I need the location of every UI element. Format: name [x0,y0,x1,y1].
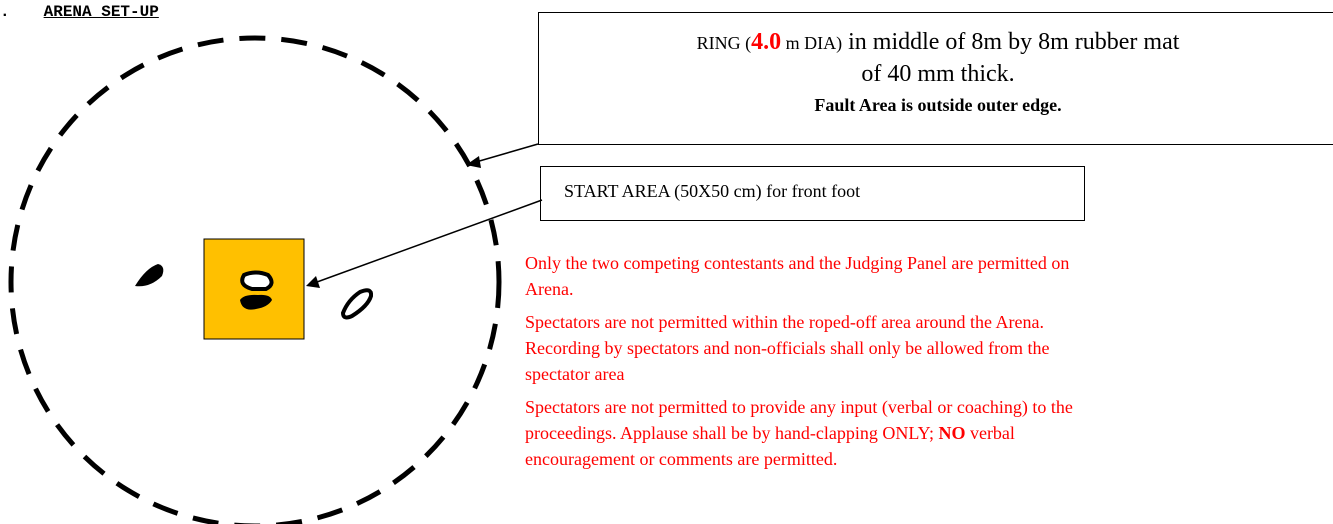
note-input-no: NO [938,423,966,443]
note-contestants-line2: Arena. [525,279,574,299]
start-area-description-box: START AREA (50X50 cm) for front foot [540,166,1085,221]
ring-dashed-circle [8,35,502,524]
note-spectators-line3: spectator area [525,364,625,384]
note-input-line3: encouragement or comments are permitted. [525,449,838,469]
ring-description-line2: of 40 mm thick. [861,61,1015,87]
ring-pointer-arrowhead [466,156,481,168]
heading-number: . [0,3,10,21]
rules-notes: Only the two competing contestants and t… [525,250,1333,479]
note-contestants-line1: Only the two competing contestants and t… [525,253,1070,273]
note-input-line2-end: verbal [965,423,1015,443]
start-area-text: START AREA (50X50 cm) for front foot [564,181,861,201]
heading-title: ARENA SET-UP [43,3,159,21]
note-spectators-line2: Recording by spectators and non-official… [525,338,1050,358]
ring-pointer-line [475,143,539,163]
note-input-line2: proceedings. Applause shall be by hand-c… [525,423,939,443]
fault-area-note: Fault Area is outside outer edge. [814,95,1062,115]
ring-mat-text: in middle of 8m by 8m rubber mat [842,29,1180,55]
note-input: Spectators are not permitted to provide … [525,394,1333,472]
section-heading: . ARENA SET-UP [0,3,159,21]
right-contestant-foot-mark [340,288,374,320]
ring-diameter-unit: m DIA) [781,33,843,53]
front-foot-mark [240,270,274,291]
ring-diameter-value: 4.0 [751,29,782,55]
ring-prefix: RING ( [696,33,752,53]
start-area-pointer-line [316,199,543,283]
note-spectators: Spectators are not permitted within the … [525,309,1333,387]
note-contestants: Only the two competing contestants and t… [525,250,1333,302]
left-contestant-foot-mark [135,264,164,287]
note-input-line1: Spectators are not permitted to provide … [525,397,1073,417]
ring-description-line1: RING (4.0 m DIA) in middle of 8m by 8m r… [539,27,1333,59]
rear-foot-mark [240,294,272,310]
ring-description-box: RING (4.0 m DIA) in middle of 8m by 8m r… [538,12,1333,145]
start-area-pointer-arrowhead [306,276,320,288]
note-spectators-line1: Spectators are not permitted within the … [525,312,1044,332]
